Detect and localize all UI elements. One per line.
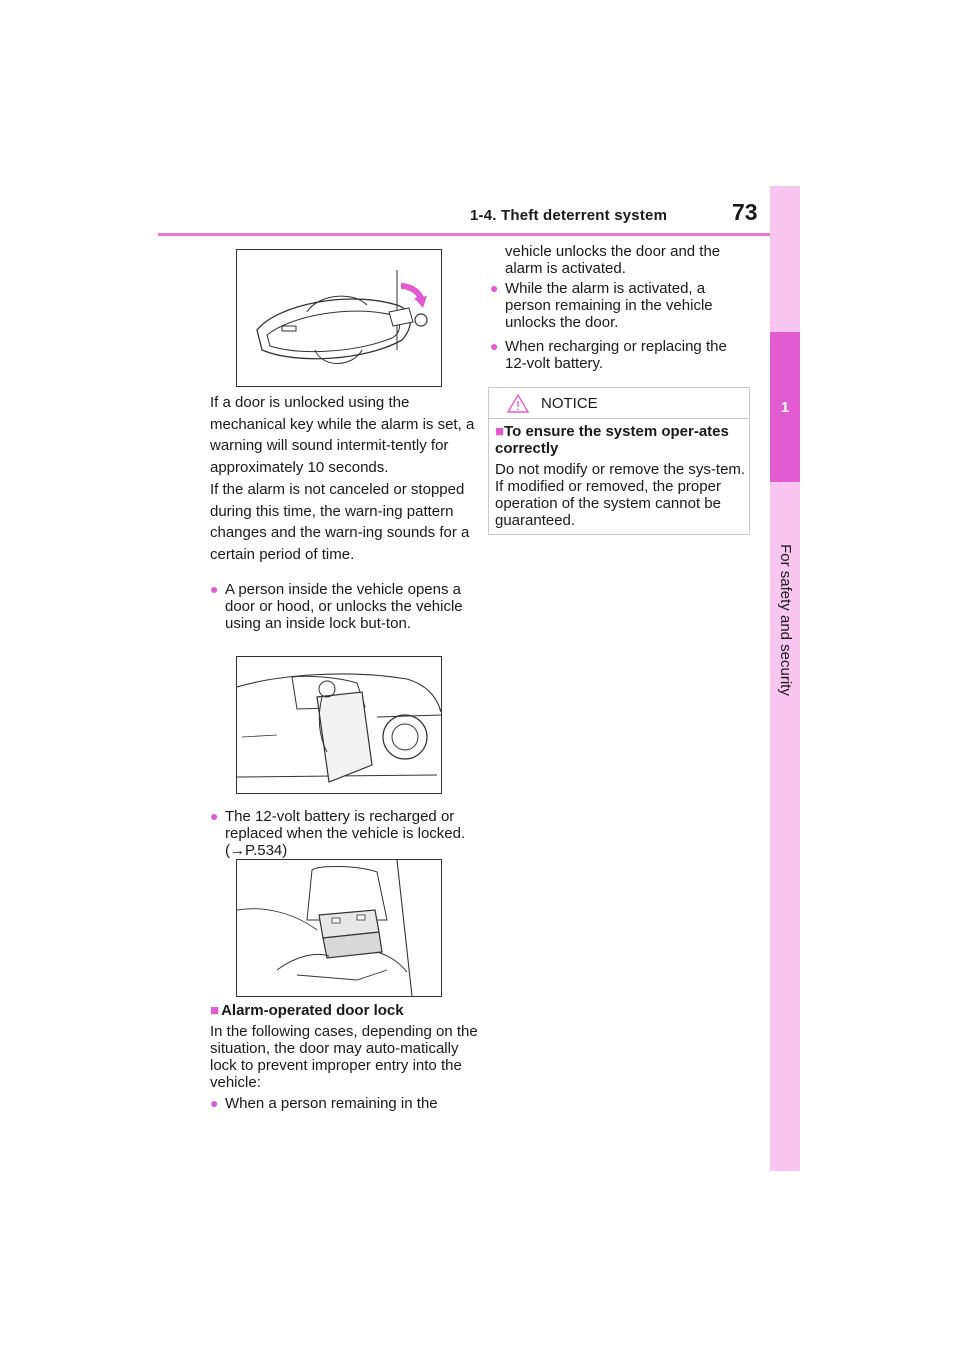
bullet-person-remaining: ● When a person remaining in the — [210, 1095, 438, 1112]
bullet-recharging-battery: ● When recharging or replacing the 12-vo… — [490, 338, 727, 372]
person-opening-door-icon — [237, 673, 441, 783]
bullet-dot: ● — [490, 280, 499, 296]
bullet-dot: ● — [210, 581, 219, 597]
notice-header: NOTICE — [489, 388, 749, 419]
paragraph-auto-lock: In the following cases, depending on the… — [210, 1023, 478, 1091]
notice-subheading: ■To ensure the system oper-ates correctl… — [495, 423, 729, 457]
page-reference-link[interactable]: P.534) — [245, 842, 288, 859]
notice-label: NOTICE — [541, 395, 598, 412]
battery-replacement-icon — [237, 860, 413, 996]
bullet-dot: ● — [490, 338, 499, 354]
paragraph-alarm-pattern: If the alarm is not canceled or stopped … — [210, 481, 470, 563]
paragraph-key-unlock: If a door is unlocked using the mechanic… — [210, 394, 475, 476]
square-bullet-icon: ■ — [210, 1002, 220, 1019]
bullet-alarm-activated: ● While the alarm is activated, a person… — [490, 280, 713, 331]
notice-text: Do not modify or remove the sys-tem. If … — [495, 461, 746, 529]
bullet-battery-recharged: ● The 12-volt battery is recharged or re… — [210, 808, 466, 859]
warning-triangle-icon — [506, 393, 530, 418]
door-handle-mechanical-key-icon — [256, 270, 428, 364]
chapter-number-tab[interactable]: 1 — [770, 332, 800, 482]
bullet-continuation: vehicle unlocks the door and the alarm i… — [505, 243, 721, 277]
chapter-title: For safety and security — [777, 544, 794, 696]
chapter-number: 1 — [780, 399, 790, 416]
subheading-alarm-door-lock: ■Alarm-operated door lock — [210, 1002, 404, 1019]
battery-figure — [236, 859, 442, 997]
page-number: 73 — [732, 199, 758, 225]
door-handle-figure — [236, 249, 442, 387]
bullet-person-inside: ● A person inside the vehicle opens a do… — [210, 581, 463, 632]
notice-box: NOTICE ■To ensure the system oper-ates c… — [488, 387, 750, 535]
reference-arrow-icon: → — [230, 842, 245, 859]
bullet-dot: ● — [210, 808, 219, 824]
bullet-dot: ● — [210, 1095, 219, 1111]
header-rule — [158, 233, 770, 236]
square-bullet-icon: ■ — [495, 423, 505, 440]
section-title: 1-4. Theft deterrent system — [470, 207, 668, 224]
vehicle-door-figure — [236, 656, 442, 794]
